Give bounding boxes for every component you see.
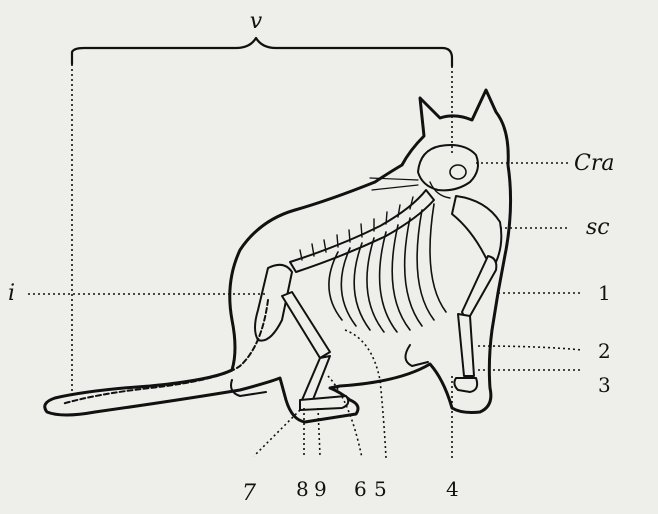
vertebral-column: [290, 190, 434, 272]
label-2: 2: [598, 339, 611, 363]
label-5: 5: [374, 477, 387, 501]
label-sc: sc: [586, 215, 610, 240]
label-6: 6: [354, 477, 367, 501]
label-4: 4: [446, 477, 459, 501]
label-1: 1: [598, 281, 611, 305]
forelimb: [452, 196, 501, 392]
label-i: i: [8, 281, 15, 306]
label-8: 8: [296, 477, 309, 501]
vertebral-bracket: [72, 38, 452, 66]
label-v: v: [250, 9, 263, 34]
tail-vertebrae: [62, 300, 268, 404]
cat-body-outline: [45, 90, 511, 422]
label-3: 3: [598, 373, 611, 397]
label-cra: Cra: [574, 151, 614, 176]
label-7: 7: [242, 481, 256, 506]
label-9: 9: [314, 477, 327, 501]
